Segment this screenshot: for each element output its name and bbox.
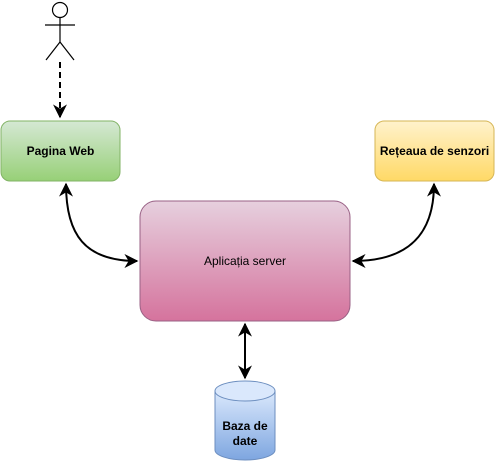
sensor-network-node: Rețeaua de senzori	[374, 120, 495, 182]
stick-figure-icon	[45, 1, 75, 61]
server-app-label: Aplicația server	[204, 254, 286, 268]
database-node: Baza de date	[214, 380, 276, 461]
edge-sensor-server	[351, 182, 441, 268]
edge-web-page-server	[59, 182, 139, 268]
web-page-node: Pagina Web	[0, 120, 121, 182]
database-label-line2: date	[233, 434, 258, 448]
web-page-label: Pagina Web	[27, 144, 95, 158]
database-label-line1: Baza de	[222, 419, 268, 433]
sensor-network-label: Rețeaua de senzori	[380, 144, 489, 158]
server-app-node: Aplicația server	[139, 200, 351, 322]
